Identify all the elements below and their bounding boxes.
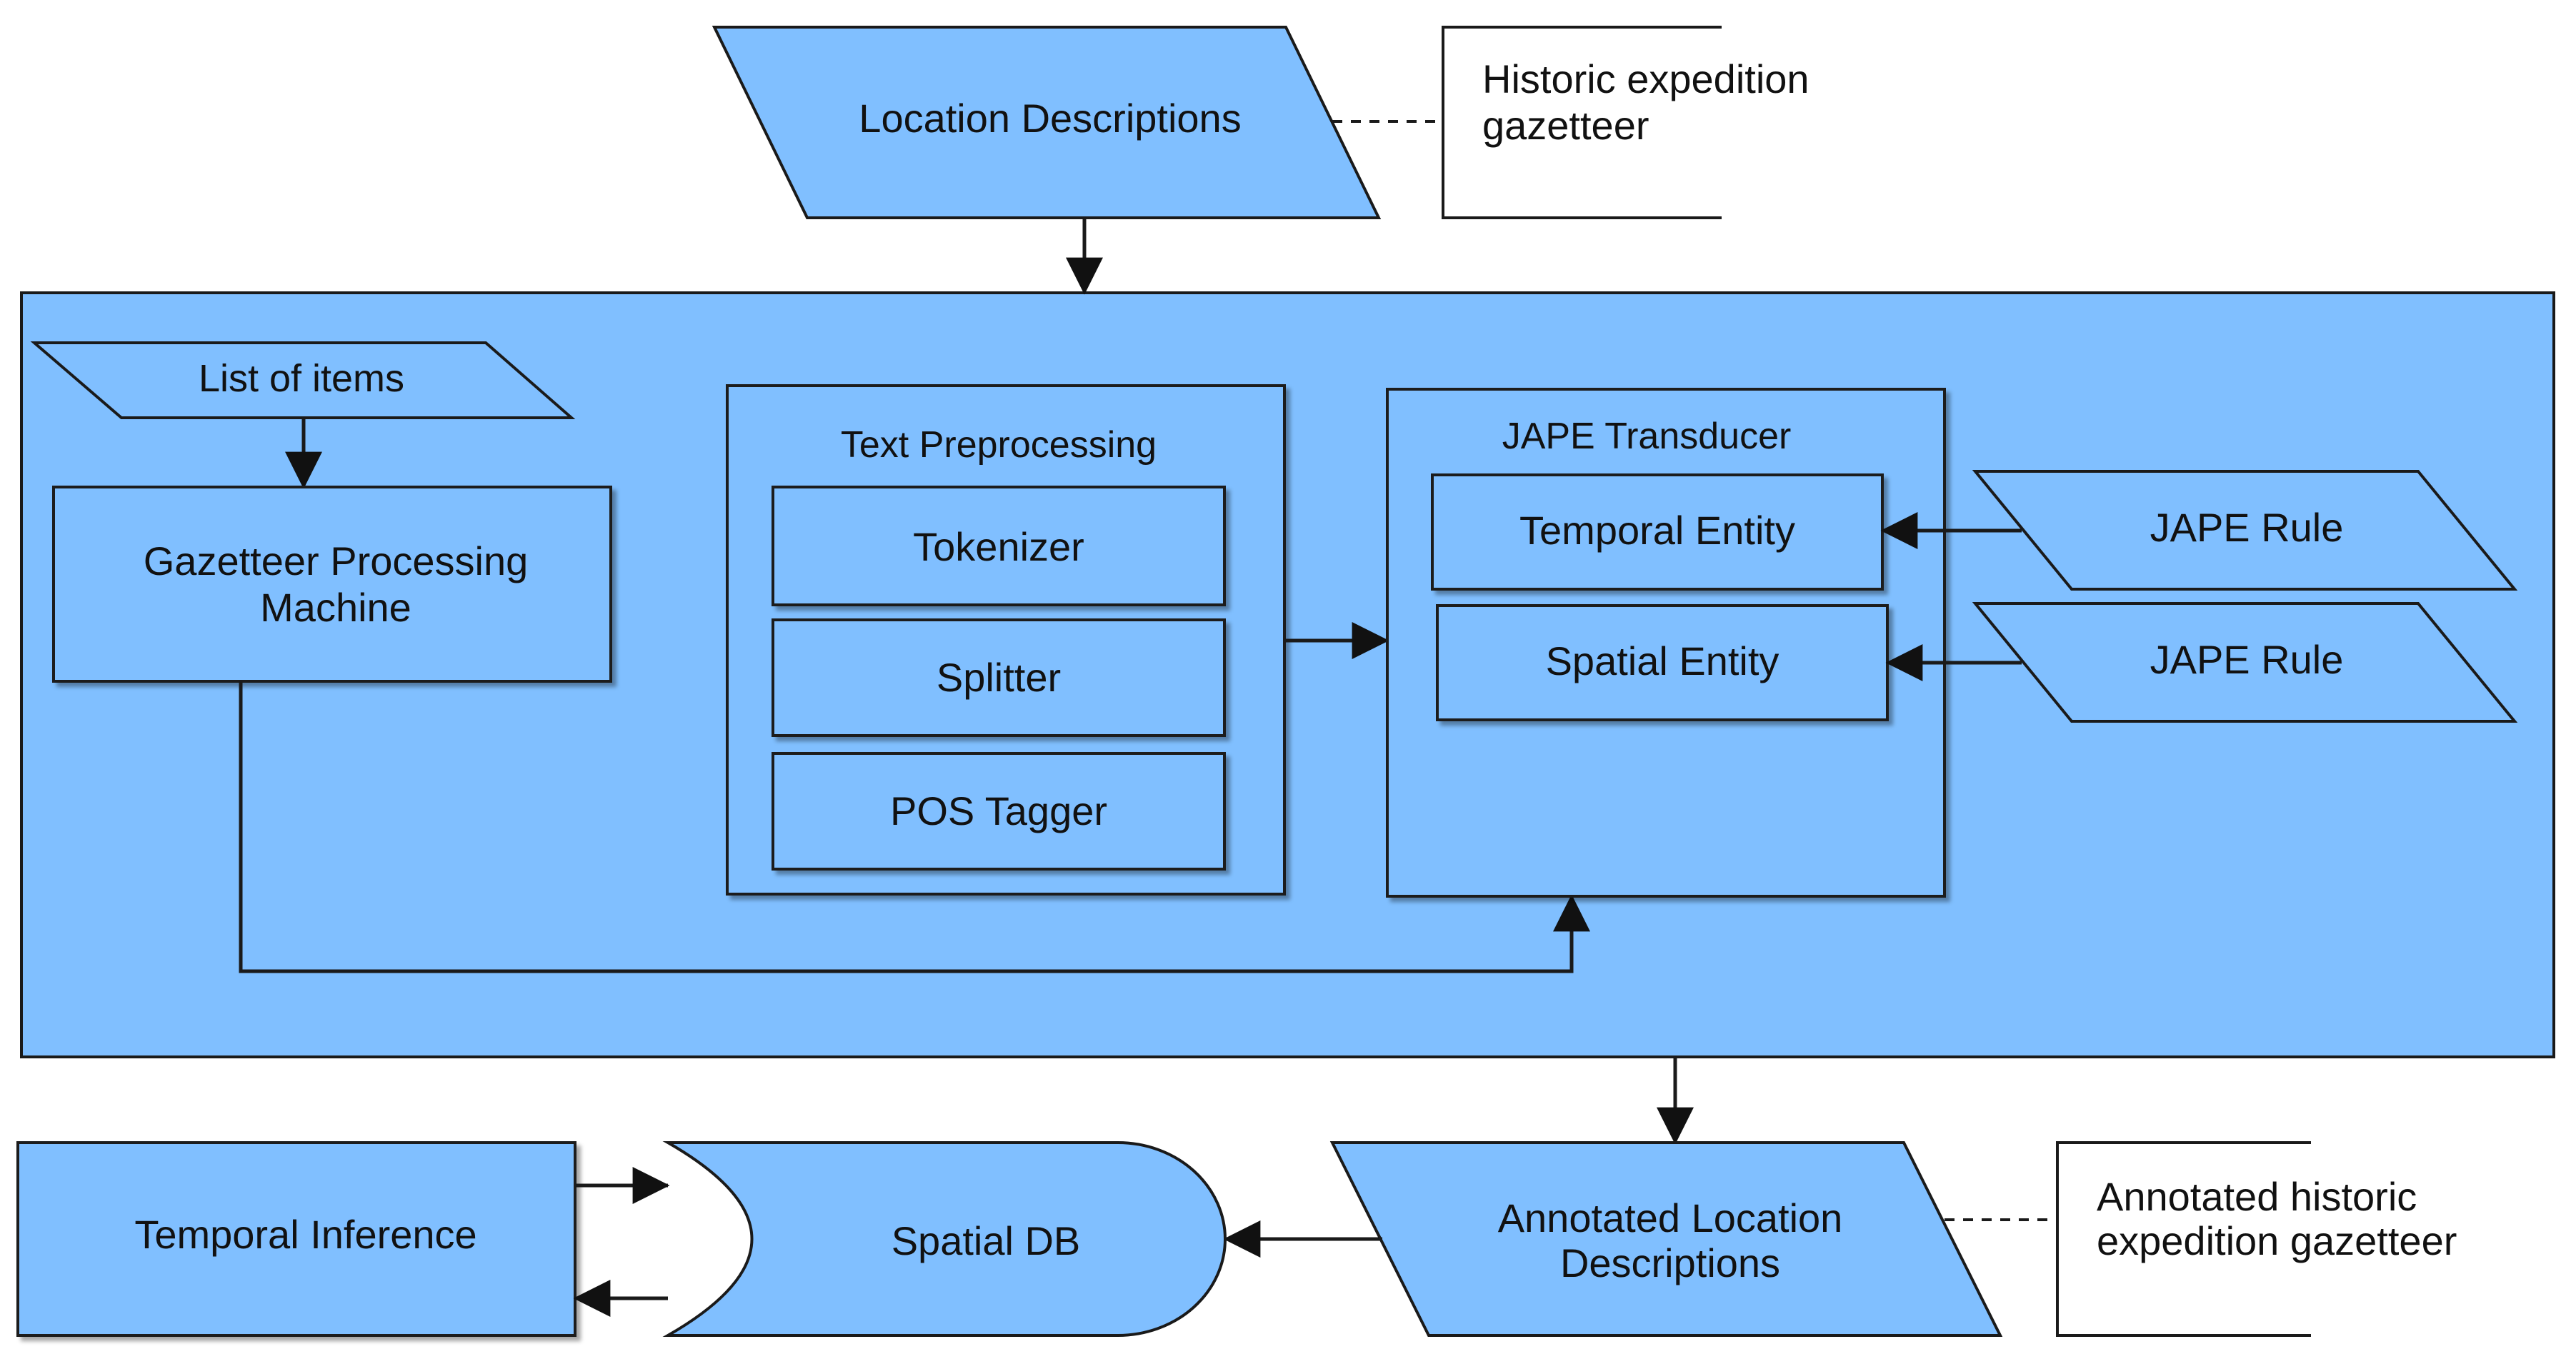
- temporal-inference: Temporal Inference: [16, 1141, 576, 1337]
- jape-rule-temporal: JAPE Rule: [1972, 470, 2518, 591]
- list-of-items-input: List of items: [30, 341, 576, 419]
- historic-gazetteer-note: Historic expedition gazetteer: [1442, 26, 1809, 219]
- location-descriptions-input: Location Descriptions: [712, 26, 1382, 219]
- annotated-note-line1: Annotated historic: [2097, 1174, 2417, 1219]
- gazetteer-processing-machine: Gazetteer Processing Machine: [52, 486, 612, 683]
- annotated-label-line1: Annotated Location: [1498, 1195, 1843, 1240]
- tokenizer-label: Tokenizer: [913, 524, 1084, 569]
- temporal-entity-label: Temporal Entity: [1519, 508, 1795, 553]
- spatial-db: Spatial DB: [662, 1141, 1227, 1337]
- historic-note-line2: gazetteer: [1482, 103, 1649, 148]
- jape-rule-temporal-label: JAPE Rule: [2150, 505, 2344, 550]
- spatial-db-label: Spatial DB: [892, 1218, 1081, 1263]
- splitter-step: Splitter: [772, 618, 1226, 737]
- annotated-location-descriptions: Annotated Location Descriptions: [1329, 1141, 2003, 1337]
- jape-transducer-label: JAPE Transducer: [1502, 416, 1792, 457]
- annotated-gazetteer-note: Annotated historic expedition gazetteer: [2056, 1141, 2457, 1337]
- connector-gazetteer-to-jape: [239, 681, 1590, 973]
- location-descriptions-label: Location Descriptions: [859, 96, 1241, 141]
- gazetteer-label-line1: Gazetteer Processing: [144, 538, 528, 583]
- temporal-entity-box: Temporal Entity: [1431, 473, 1884, 591]
- annotated-label-line2: Descriptions: [1560, 1240, 1780, 1285]
- pos-tagger-step: POS Tagger: [772, 752, 1226, 871]
- historic-note-line1: Historic expedition: [1482, 56, 1809, 101]
- temporal-inference-label: Temporal Inference: [134, 1212, 476, 1257]
- pos-tagger-label: POS Tagger: [890, 788, 1107, 833]
- list-of-items-label: List of items: [199, 357, 404, 400]
- jape-rule-spatial-label: JAPE Rule: [2150, 637, 2344, 682]
- jape-rule-spatial: JAPE Rule: [1972, 602, 2518, 723]
- jape-transducer-group: JAPE Transducer Temporal Entity Spatial …: [1386, 388, 1946, 898]
- spatial-entity-box: Spatial Entity: [1436, 604, 1889, 721]
- spatial-entity-label: Spatial Entity: [1546, 638, 1779, 683]
- gazetteer-label-line2: Machine: [260, 585, 411, 630]
- text-preprocessing-group: Text Preprocessing Tokenizer Splitter PO…: [726, 384, 1286, 896]
- text-preprocessing-label: Text Preprocessing: [841, 424, 1157, 466]
- splitter-label: Splitter: [937, 655, 1061, 700]
- tokenizer-step: Tokenizer: [772, 486, 1226, 606]
- annotated-note-line2: expedition gazetteer: [2097, 1218, 2457, 1263]
